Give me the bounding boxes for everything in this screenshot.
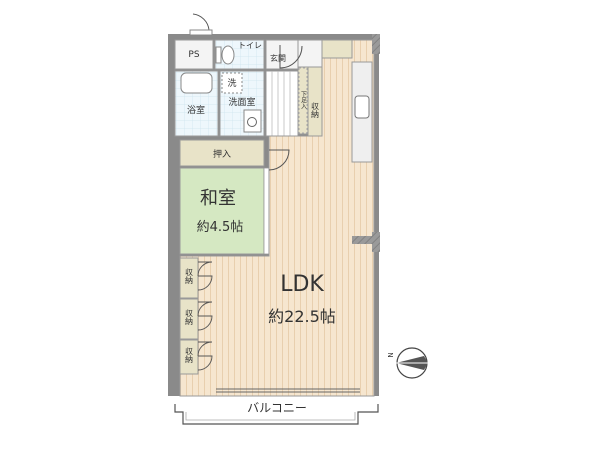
- ldk-size: 約22.5帖: [268, 307, 336, 326]
- storage-2-label: 収納: [185, 308, 194, 326]
- shoe-storage-label: 下足入: [300, 91, 307, 109]
- toilet-label: トイレ: [238, 41, 262, 50]
- ldk-floor: [179, 39, 375, 397]
- compass: [396, 347, 428, 379]
- washitsu-size: 約4.5帖: [197, 220, 244, 235]
- corridor-lines: [271, 71, 291, 136]
- bathtub-icon: [180, 72, 213, 94]
- hall-top: [297, 39, 323, 68]
- washing-label: 洗: [227, 77, 236, 89]
- toilet-tank-icon: [215, 46, 222, 64]
- ldk-name: LDK: [280, 272, 324, 297]
- washitsu-sliding-door: [263, 167, 270, 255]
- ps-label: PS: [188, 50, 199, 60]
- ps-room: [174, 39, 214, 70]
- washing-machine-space: [221, 72, 243, 94]
- sink-icon: [247, 117, 257, 127]
- storage-3-label: 収納: [185, 346, 194, 364]
- balcony-window: [216, 388, 360, 393]
- hall-storage-label: 収納: [311, 101, 320, 119]
- corridor: [265, 70, 299, 137]
- doors: [192, 13, 303, 171]
- toilet-bowl-icon: [221, 45, 235, 65]
- balcony: [174, 404, 379, 425]
- washitsu: [179, 167, 265, 255]
- storage-3: [179, 339, 199, 375]
- front-door-frame: [189, 29, 213, 36]
- kitchen-sink-icon: [354, 95, 370, 119]
- ldk-top-storage: [321, 39, 353, 59]
- entrance-label: 玄関: [270, 53, 286, 63]
- bathroom-label: 浴室: [187, 104, 205, 116]
- closet-label: 押入: [213, 148, 231, 160]
- balcony-label: バルコニー: [247, 401, 307, 415]
- washitsu-name: 和室: [200, 188, 236, 209]
- storage-1-label: 収納: [185, 267, 194, 285]
- washroom-label: 洗面室: [228, 96, 255, 108]
- closet: [179, 139, 265, 167]
- storage-doors: [197, 261, 213, 371]
- storage-2: [179, 298, 199, 340]
- storage-1: [179, 257, 199, 299]
- compass-north-label: N: [387, 352, 395, 357]
